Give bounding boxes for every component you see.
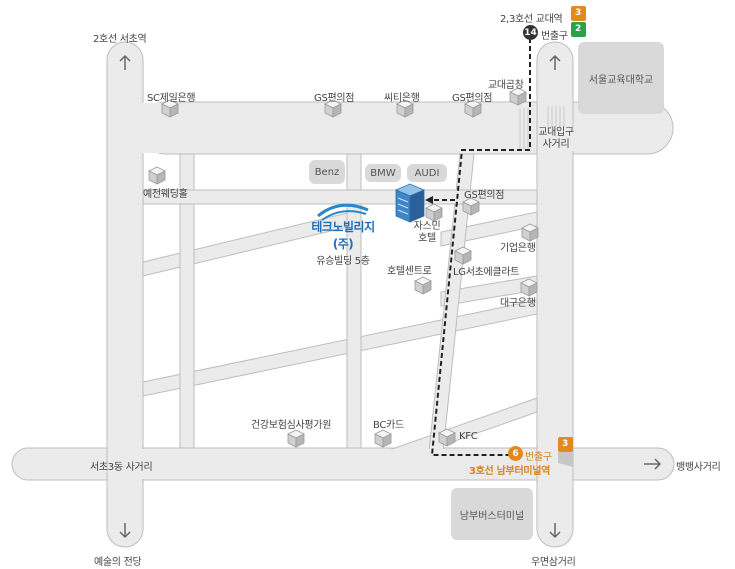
place-citi: 씨티은행 [384,93,420,104]
bottom-exit-label: 번출구 [525,452,552,463]
arrow-up-icon [549,54,561,70]
place-hotel-centro: 호텔센트로 [387,266,432,277]
direction-south-left: 예술의 전당 [94,557,142,568]
audi-box: AUDI [407,164,447,182]
bmw-box: BMW [365,164,401,182]
direction-south-right: 우면삼거리 [531,557,576,568]
road-inner-vertical-2 [346,153,362,449]
bus-terminal-box: 남부버스터미널 [451,488,533,540]
bottom-station-name: 3호선 남부터미널역 [469,466,551,477]
subway-line-badge-bottom [558,437,573,467]
building-icon [438,428,456,447]
line3-badge-top: 3 [575,8,581,18]
place-gyodae-gopchang: 교대곱창 [488,80,524,91]
place-daegu-bank: 대구은행 [500,298,536,309]
place-bc-card: BC카드 [373,420,404,431]
top-exit-number-badge: 14 [523,25,538,40]
company-floor: 유승빌딩 5층 [316,256,370,267]
place-sc-bank: SC제일은행 [147,93,196,104]
line3-badge-bottom: 3 [562,439,568,449]
route-path [430,38,531,456]
place-gs-2: GS편의점 [452,93,493,104]
intersection-west: 서초3동 사거리 [90,462,153,473]
place-lg: LG서초에클라트 [453,267,520,278]
place-yejeon-wedding: 예전웨딩홀 [143,189,188,200]
company-building-icon [394,183,426,223]
company-marker[interactable]: 테크노빌리지(주) 유승빌딩 5층 [303,218,383,267]
company-logo [317,203,369,221]
building-icon [414,276,432,295]
arrow-down-icon [119,523,131,539]
benz-box: Benz [309,160,345,184]
direction-east: 뱅뱅사거리 [676,462,721,473]
intersection-northeast: 교대입구 사거리 [538,127,574,151]
place-kfc: KFC [459,431,478,442]
road-diagonal-1 [142,299,538,397]
building-icon [148,166,166,185]
road-inner-vertical [179,153,195,449]
building-icon [374,429,392,448]
direction-north-left: 2호선 서초역 [93,34,147,45]
route-arrowhead [425,196,433,204]
arrow-down-icon [549,523,561,539]
bottom-exit-number-badge: 6 [508,446,523,461]
building-icon [425,203,443,222]
building-icon [454,246,472,265]
place-jasmine-hotel: 자스민 호텔 [413,221,441,244]
line2-badge-top: 2 [575,24,581,34]
seoul-univ-block: 서울교육대학교 [578,42,664,114]
arrow-up-icon [119,54,131,70]
road-fill-cover [108,103,572,479]
place-gs-3: GS편의점 [464,190,505,201]
subway-line-badges-top [571,6,586,37]
place-ibk: 기업은행 [500,243,536,254]
place-gs-1: GS편의점 [314,93,355,104]
building-icon [287,429,305,448]
place-health-insurance: 건강보험심사평가원 [251,420,332,431]
top-exit-label: 번출구 [541,31,568,42]
company-name: 테크노빌리지(주) [311,220,375,251]
direction-arrows [119,54,662,539]
arrow-right-icon [644,458,662,470]
top-station-label: 2,3호선 교대역 [500,14,563,25]
